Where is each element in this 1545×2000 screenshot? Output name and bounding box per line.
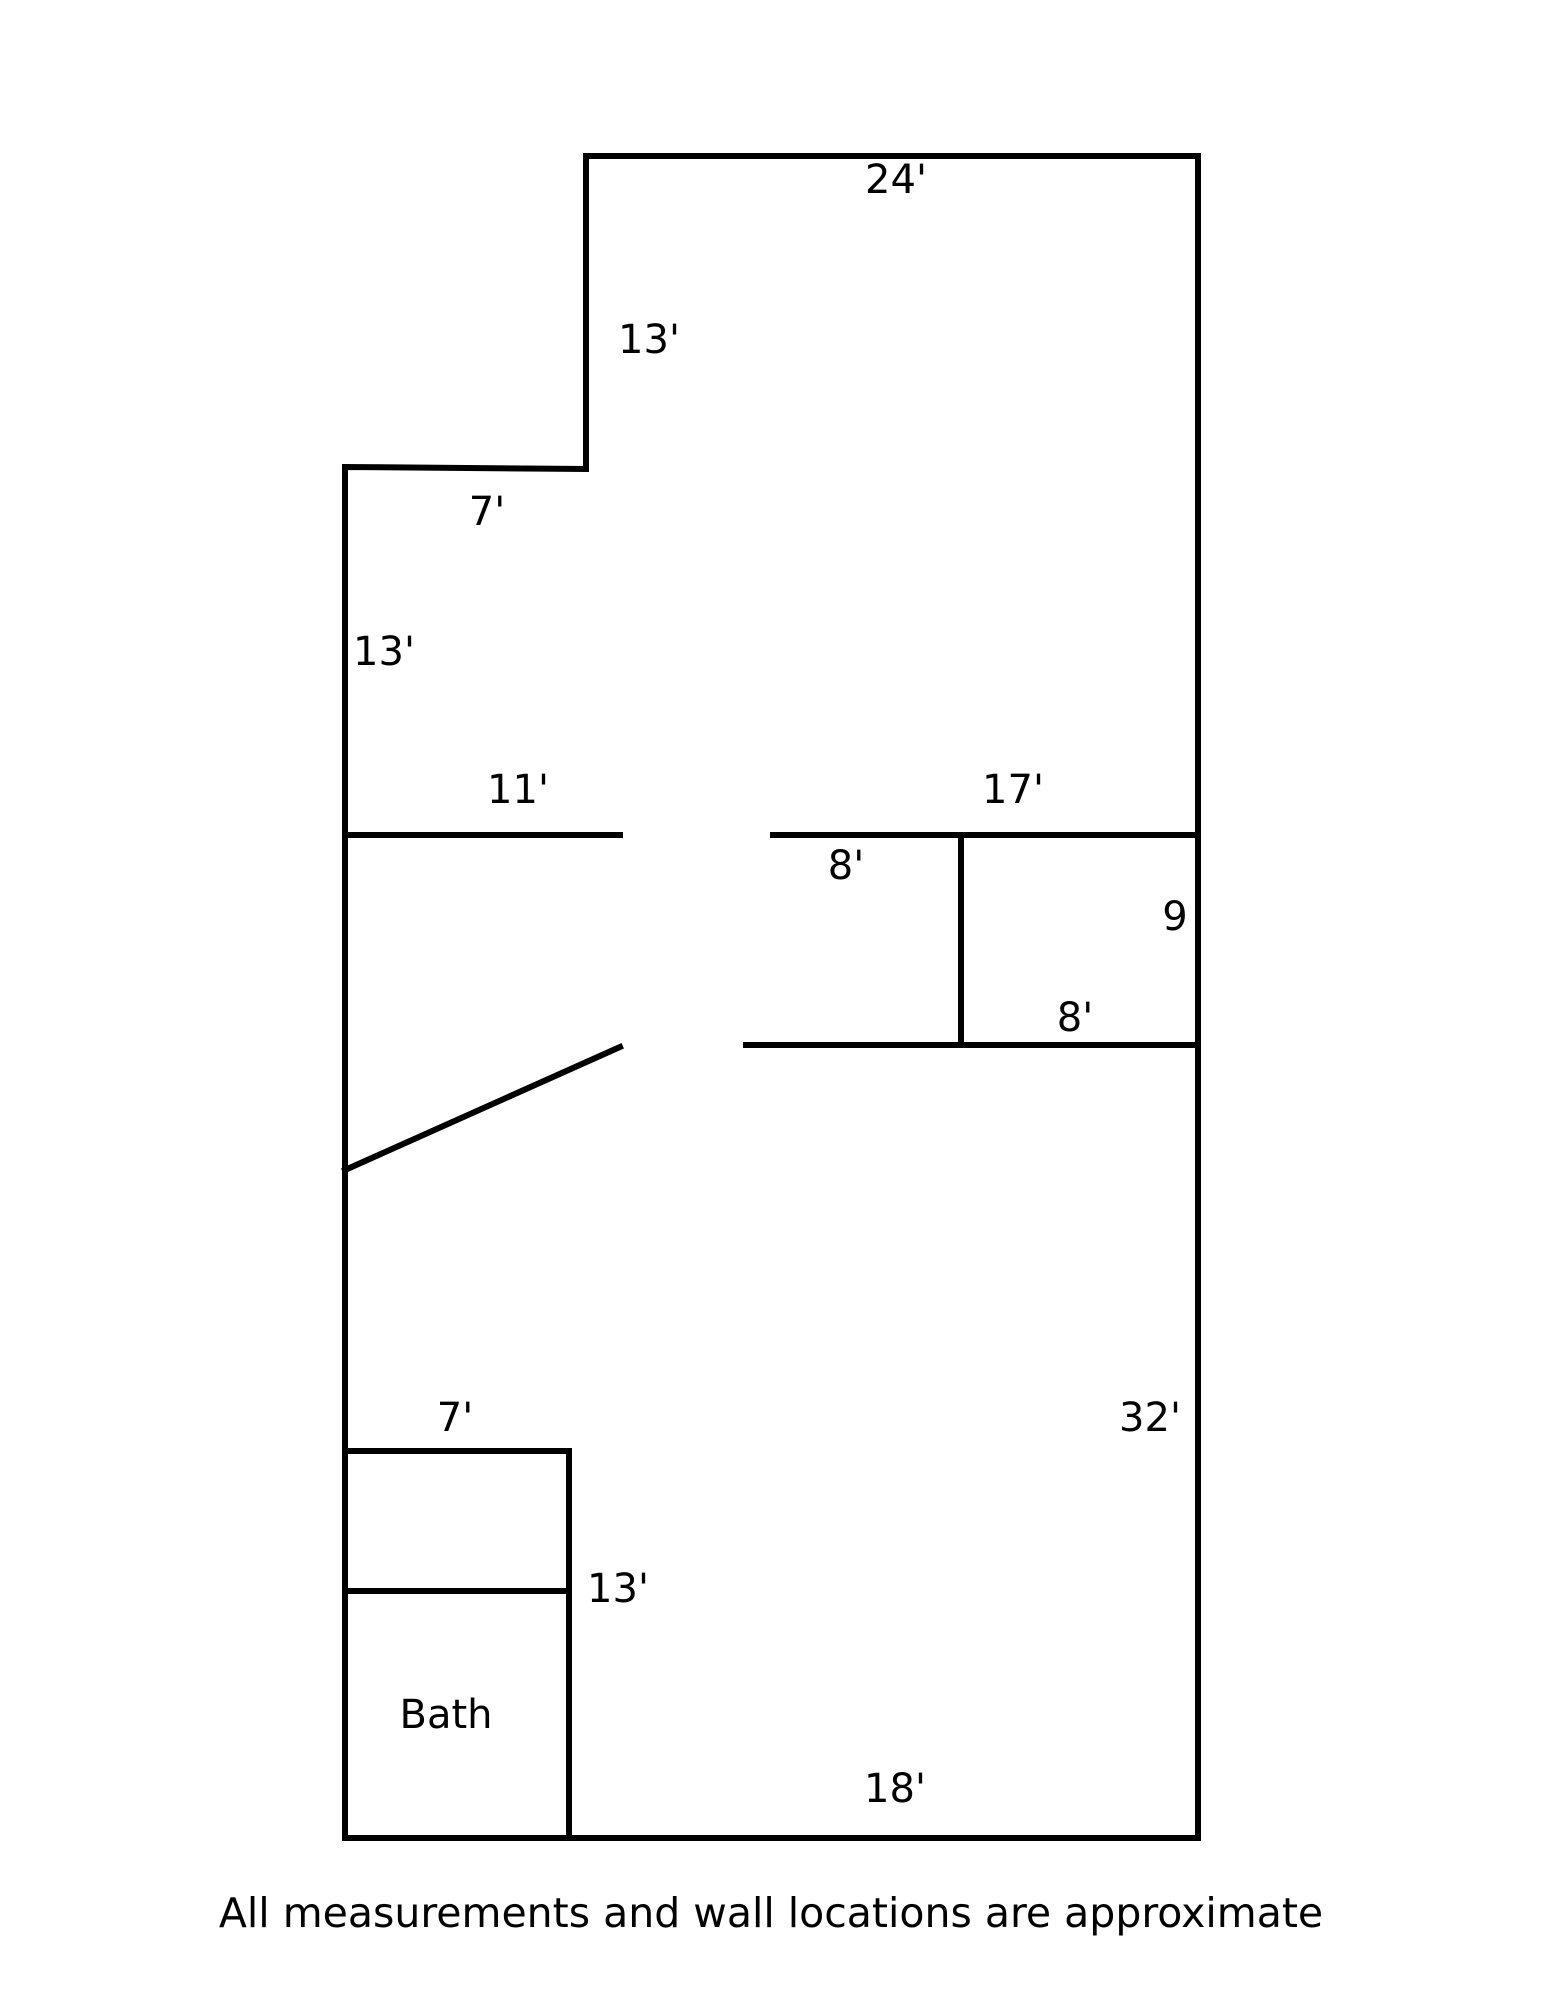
- footnote: All measurements and wall locations are …: [219, 1889, 1323, 1937]
- outer-wall: [342, 153, 1201, 1841]
- diagonal-wall: [341, 1043, 624, 1174]
- dimension-right-lower-wall: 32': [1119, 1395, 1181, 1441]
- dimension-bath-side: 13': [587, 1566, 649, 1612]
- dimension-bottom-width: 18': [864, 1766, 926, 1812]
- dimension-bath-top: 7': [437, 1395, 473, 1441]
- room-label-bath: Bath: [400, 1692, 493, 1738]
- dimension-top-width: 24': [865, 157, 927, 203]
- dimension-partition-left: 11': [487, 767, 549, 813]
- dimension-step-width: 7': [469, 489, 505, 535]
- dimension-left-upper-wall: 13': [353, 629, 415, 675]
- dimension-upper-step-wall: 13': [618, 317, 680, 363]
- dimension-partition-right: 17': [982, 767, 1044, 813]
- dimension-closet-bottom: 8': [1057, 995, 1093, 1041]
- dimension-closet-side: 9: [1162, 894, 1187, 940]
- dimension-closet-top: 8': [828, 843, 864, 889]
